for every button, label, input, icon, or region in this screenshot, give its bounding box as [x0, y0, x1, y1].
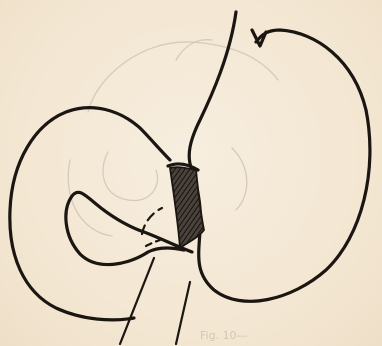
ghost-curve-right: [232, 148, 247, 210]
stomach-outline-left-upper: [10, 108, 170, 320]
hidden-contour-dashed: [142, 208, 162, 234]
duodenum-line-right: [176, 282, 190, 344]
shaded-constriction-band: [170, 167, 204, 248]
ghost-curve-top: [88, 42, 278, 112]
stomach-outline-right: [189, 12, 370, 301]
pyloric-loop: [66, 192, 192, 264]
lower-junction: [148, 248, 184, 252]
duodenum-line-left: [120, 258, 154, 344]
ghost-loop: [103, 152, 158, 201]
hidden-contour-dashed-2: [146, 240, 160, 246]
figure-caption: Fig. 10—: [200, 329, 378, 342]
ghost-curve-upper: [176, 40, 212, 60]
